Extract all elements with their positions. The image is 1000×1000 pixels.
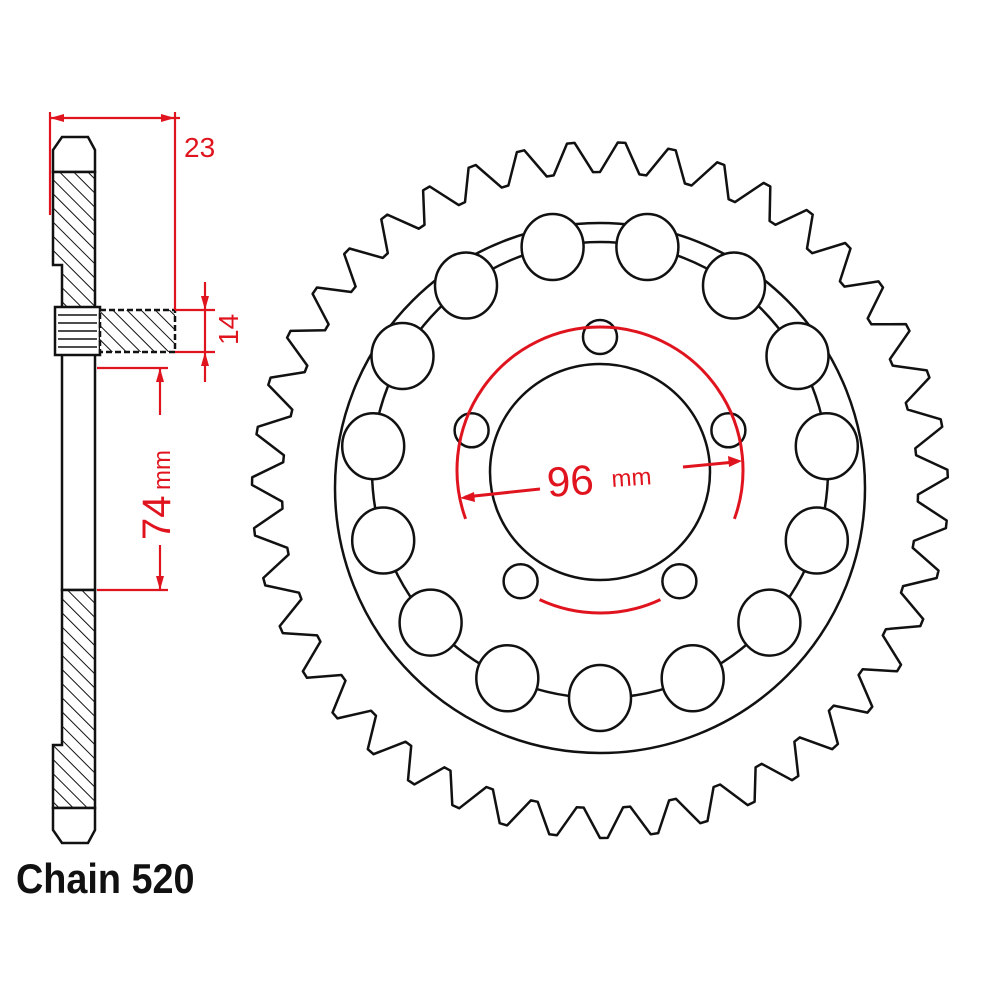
bolt-circle-leader-left: [464, 487, 541, 499]
bolt-dimension-label: 14: [213, 314, 244, 345]
center-offset-dimension: 74 mm: [135, 450, 179, 540]
lightening-hole: [520, 212, 585, 282]
lightening-hole: [615, 212, 680, 282]
width-dimension-label: 23: [184, 132, 215, 163]
bolt-circle-value: 96: [545, 456, 595, 506]
center-offset-value: 74: [135, 496, 179, 541]
bolt-circle-leader-right: [682, 460, 736, 469]
side-view: [51, 135, 177, 845]
bolt-head-knurl: [58, 314, 97, 348]
lightening-hole: [784, 506, 850, 575]
hatched-hub-bottom: [51, 588, 97, 810]
lightening-hole: [765, 321, 830, 391]
side-dimensions: [48, 112, 215, 592]
lightening-hole: [701, 251, 767, 320]
lightening-hole: [340, 411, 406, 481]
lightening-hole: [660, 644, 725, 713]
bolt-hole: [502, 562, 539, 600]
plate-web: [60, 350, 97, 592]
bolt-circle-arc-lower: [538, 598, 662, 615]
tooth-bottom-profile: [51, 806, 97, 845]
lightening-hole: [794, 411, 860, 481]
hatched-hub-top: [51, 170, 97, 312]
bolt-hole: [710, 412, 747, 449]
lightening-hole: [567, 663, 633, 733]
center-offset-unit: mm: [149, 450, 176, 490]
lightening-hole: [398, 588, 463, 657]
lightening-hole: [433, 251, 499, 320]
bolt-hole: [581, 318, 619, 356]
bolt-stud: [98, 308, 177, 354]
lightening-hole: [475, 644, 540, 713]
arrowhead-right: [728, 456, 742, 467]
rim-circle: [333, 221, 867, 755]
bolt-circle-label: 96 mm: [545, 456, 652, 506]
bolt-circle-dimension: [455, 325, 745, 615]
bolt-circle-unit: mm: [611, 463, 653, 493]
bolt-hole: [453, 412, 490, 449]
bolt-circle-arc-upper: [455, 325, 745, 520]
lightening-hole: [350, 506, 416, 575]
front-view: [250, 141, 950, 840]
tooth-top-profile: [51, 135, 97, 174]
bolt-hole: [661, 562, 698, 600]
center-bore: [488, 362, 712, 582]
lightening-hole: [737, 588, 802, 657]
lightening-hole: [370, 321, 435, 391]
chain-size-label: Chain 520: [16, 855, 195, 902]
sprocket-teeth-outline: [250, 141, 950, 840]
arrowhead-left: [460, 492, 475, 502]
